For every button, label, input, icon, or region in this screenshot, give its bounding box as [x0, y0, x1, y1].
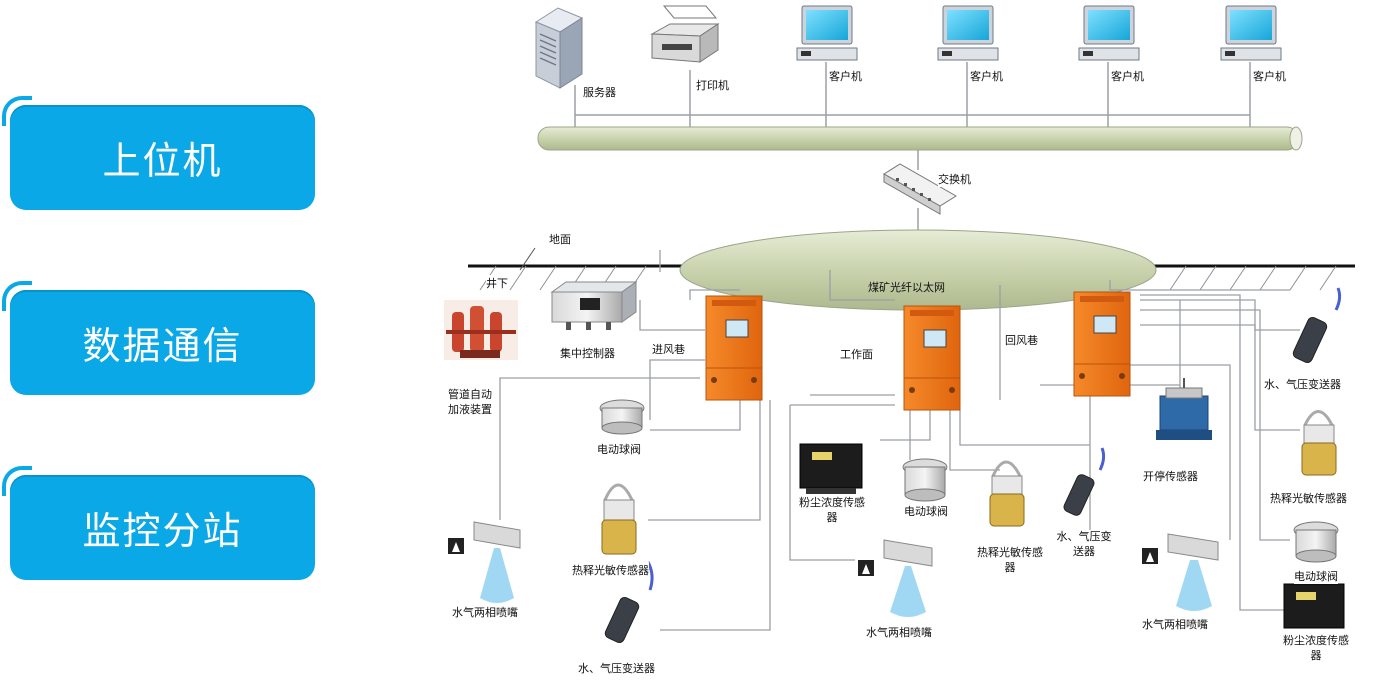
substation-return-icon — [1073, 291, 1131, 397]
label-pyro-sensor: 热释光敏传感器 — [572, 562, 649, 578]
client-icon — [1078, 5, 1140, 61]
tier-hook-decoration — [2, 281, 32, 311]
pressure-transmitter-icon — [604, 561, 654, 644]
printer-icon — [650, 5, 720, 63]
label-switch: 交换机 — [938, 171, 971, 187]
electric-valve-icon — [599, 399, 645, 435]
pyro-sensor-icon — [989, 460, 1025, 527]
label-return: 回风巷 — [1005, 332, 1038, 348]
label-central-controller: 集中控制器 — [560, 345, 615, 361]
tier-monitoring-substation[interactable]: 监控分站 — [10, 475, 315, 580]
tier-hook-decoration — [2, 466, 32, 496]
central-controller-icon — [550, 281, 638, 330]
label-dust-sensor: 粉尘浓度传感器 — [1278, 634, 1354, 664]
substation-workface-icon — [903, 305, 961, 411]
dust-sensor-icon — [1283, 583, 1345, 629]
dust-sensor-icon — [799, 443, 863, 494]
tier-upper-computer[interactable]: 上位机 — [10, 105, 315, 210]
label-pipe-doser: 管道自动加液装置 — [448, 388, 492, 418]
pyro-sensor-icon — [1301, 410, 1337, 476]
lan-bus — [537, 126, 1303, 151]
label-printer: 打印机 — [696, 77, 729, 93]
label-electric-valve: 电动球阀 — [597, 441, 641, 457]
label-pyro-sensor: 热释光敏传感器 — [974, 546, 1046, 576]
label-electric-valve: 电动球阀 — [904, 503, 948, 519]
tier-data-communication[interactable]: 数据通信 — [10, 290, 315, 395]
label-client: 客户机 — [1253, 68, 1286, 84]
label-workface: 工作面 — [840, 346, 873, 362]
label-intake: 进风巷 — [652, 341, 685, 357]
label-pressure-transmitter: 水、气压变送器 — [1054, 530, 1114, 560]
nozzle-icon — [448, 521, 521, 603]
electric-valve-icon — [902, 458, 948, 502]
label-surface: 地面 — [549, 231, 571, 247]
label-client: 客户机 — [1111, 68, 1144, 84]
client-icon — [796, 5, 858, 61]
nozzle-icon — [858, 539, 933, 617]
label-server: 服务器 — [583, 84, 616, 100]
substation-intake-icon — [705, 295, 763, 401]
label-pyro-sensor: 热释光敏传感器 — [1270, 490, 1347, 506]
tier-hook-decoration — [2, 96, 32, 126]
server-icon — [534, 7, 584, 89]
label-pressure-transmitter: 水、气压变送器 — [1264, 376, 1341, 392]
start-stop-sensor-icon — [1156, 378, 1212, 440]
label-underground: 井下 — [486, 275, 508, 291]
lower-links — [499, 250, 1300, 631]
label-dust-sensor: 粉尘浓度传感器 — [794, 496, 870, 526]
upper-links — [574, 62, 1251, 250]
label-nozzle: 水气两相喷嘴 — [1142, 616, 1208, 632]
client-icon — [1220, 5, 1282, 61]
label-pressure-transmitter: 水、气压变送器 — [578, 660, 655, 676]
switch-icon — [883, 163, 957, 215]
pipe-doser-icon — [444, 300, 518, 360]
label-electric-valve: 电动球阀 — [1294, 568, 1338, 584]
nozzle-icon — [1142, 533, 1219, 611]
electric-valve-icon — [1293, 521, 1339, 563]
label-start-stop-sensor: 开停传感器 — [1143, 468, 1198, 484]
label-nozzle: 水气两相喷嘴 — [866, 624, 932, 640]
label-client: 客户机 — [829, 68, 862, 84]
label-nozzle: 水气两相喷嘴 — [452, 604, 518, 620]
label-ethernet: 煤矿光纤以太网 — [868, 282, 945, 294]
pyro-sensor-icon — [601, 483, 637, 555]
label-client: 客户机 — [970, 68, 1003, 84]
pressure-transmitter-icon — [1063, 447, 1106, 516]
client-icon — [937, 5, 999, 61]
pressure-transmitter-icon — [1292, 287, 1342, 364]
